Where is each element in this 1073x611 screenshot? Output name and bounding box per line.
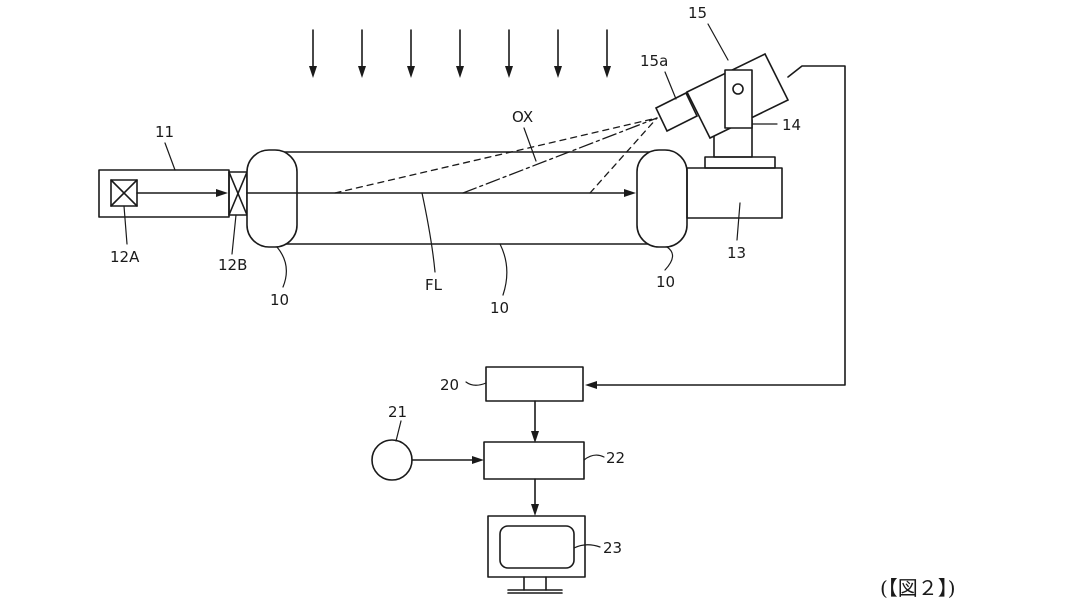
reference-labels: 11 12A 12B 10 FL 10 10 OX 13 14 15 15a 2… xyxy=(110,4,801,557)
camera-signal-line xyxy=(585,65,846,389)
label-10-mid: 10 xyxy=(490,299,509,317)
tube-10 xyxy=(246,149,688,296)
label-22: 22 xyxy=(606,449,625,467)
label-14: 14 xyxy=(782,116,801,134)
source-unit-11 xyxy=(98,142,230,245)
down-arrow-1 xyxy=(309,29,317,78)
leader-10-mid xyxy=(499,243,508,296)
leader-23 xyxy=(573,544,601,549)
label-FL: FL xyxy=(425,276,443,294)
leader-FL xyxy=(421,192,436,273)
left-flange-10 xyxy=(246,149,298,248)
label-10-right: 10 xyxy=(656,273,675,291)
down-arrow-6 xyxy=(554,29,562,78)
leader-15a xyxy=(664,71,677,100)
leader-20 xyxy=(465,381,487,386)
incident-light-arrows xyxy=(309,29,611,78)
down-arrow-5 xyxy=(505,29,513,78)
stage-13 xyxy=(686,167,783,241)
leader-12A xyxy=(123,205,128,245)
label-12A: 12A xyxy=(110,248,140,266)
pivot-circle xyxy=(732,83,744,95)
block-22 xyxy=(483,441,605,516)
figure-caption: (【図２】) xyxy=(880,576,956,600)
label-15a: 15a xyxy=(640,52,668,70)
label-20: 20 xyxy=(440,376,459,394)
label-15: 15 xyxy=(688,4,707,22)
leader-15 xyxy=(707,23,729,61)
block-20 xyxy=(465,366,584,443)
leader-11 xyxy=(164,142,176,171)
input-21 xyxy=(371,420,484,481)
monitor-23 xyxy=(487,515,601,594)
leader-OX xyxy=(523,127,537,162)
camera-view-lines xyxy=(334,117,658,194)
right-flange-10 xyxy=(636,149,688,248)
leader-10-right xyxy=(664,246,674,271)
down-arrow-3 xyxy=(407,29,415,78)
down-arrow-4 xyxy=(456,29,464,78)
leader-12B xyxy=(231,214,237,255)
element-12B xyxy=(228,171,248,255)
label-OX: OX xyxy=(512,108,533,126)
leader-10-left xyxy=(276,246,287,288)
label-10-left: 10 xyxy=(270,291,289,309)
leader-21 xyxy=(395,420,402,442)
label-13: 13 xyxy=(727,244,746,262)
label-23: 23 xyxy=(603,539,622,557)
label-11: 11 xyxy=(155,123,174,141)
camera-15 xyxy=(654,23,790,140)
down-arrow-2 xyxy=(358,29,366,78)
leader-13 xyxy=(736,202,741,241)
down-arrow-7 xyxy=(603,29,611,78)
leader-22 xyxy=(583,454,605,461)
label-21: 21 xyxy=(388,403,407,421)
label-12B: 12B xyxy=(218,256,247,274)
